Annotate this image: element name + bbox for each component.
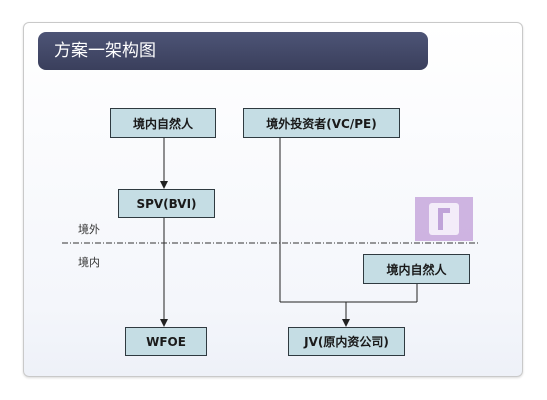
label-offshore: 境外 xyxy=(78,223,100,236)
node-foreign-investor: 境外投资者(VC/PE) xyxy=(243,108,400,138)
node-domestic-person-top: 境内自然人 xyxy=(110,108,216,138)
page-title: 方案一架构图 xyxy=(38,32,428,70)
watermark-logo xyxy=(415,197,473,241)
node-domestic-person-right: 境内自然人 xyxy=(363,254,470,284)
node-wfoe: WFOE xyxy=(125,327,207,356)
label-onshore: 境内 xyxy=(78,256,100,269)
node-jv: JV(原内资公司) xyxy=(288,327,405,356)
node-spv: SPV(BVI) xyxy=(118,189,215,218)
